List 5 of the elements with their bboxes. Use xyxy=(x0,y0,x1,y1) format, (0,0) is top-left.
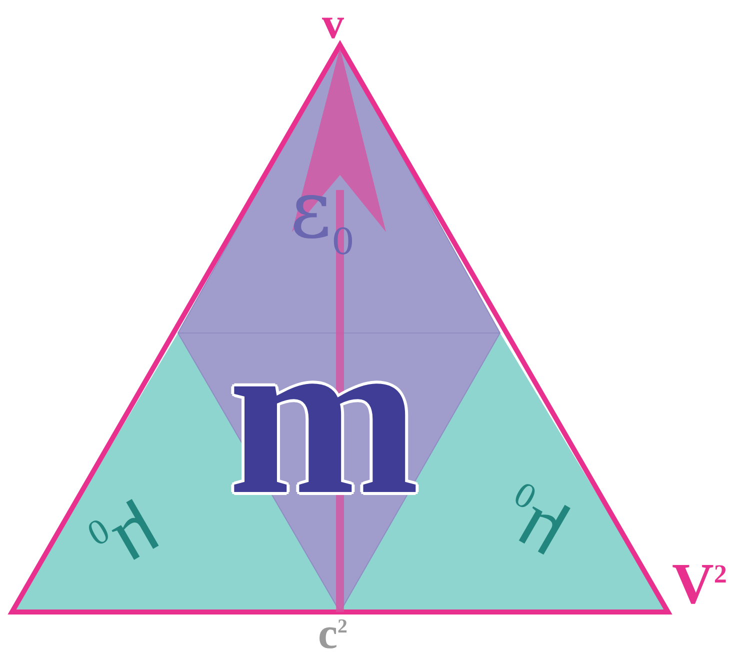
symbol-label: ε$_{0}$ xyxy=(290,170,354,261)
symbol-label: c$^{2}$ xyxy=(318,612,348,656)
symbol-label: m xyxy=(228,300,420,530)
symbol-label: V$^{2}$ xyxy=(672,555,727,613)
symbol-label: v xyxy=(322,2,344,46)
